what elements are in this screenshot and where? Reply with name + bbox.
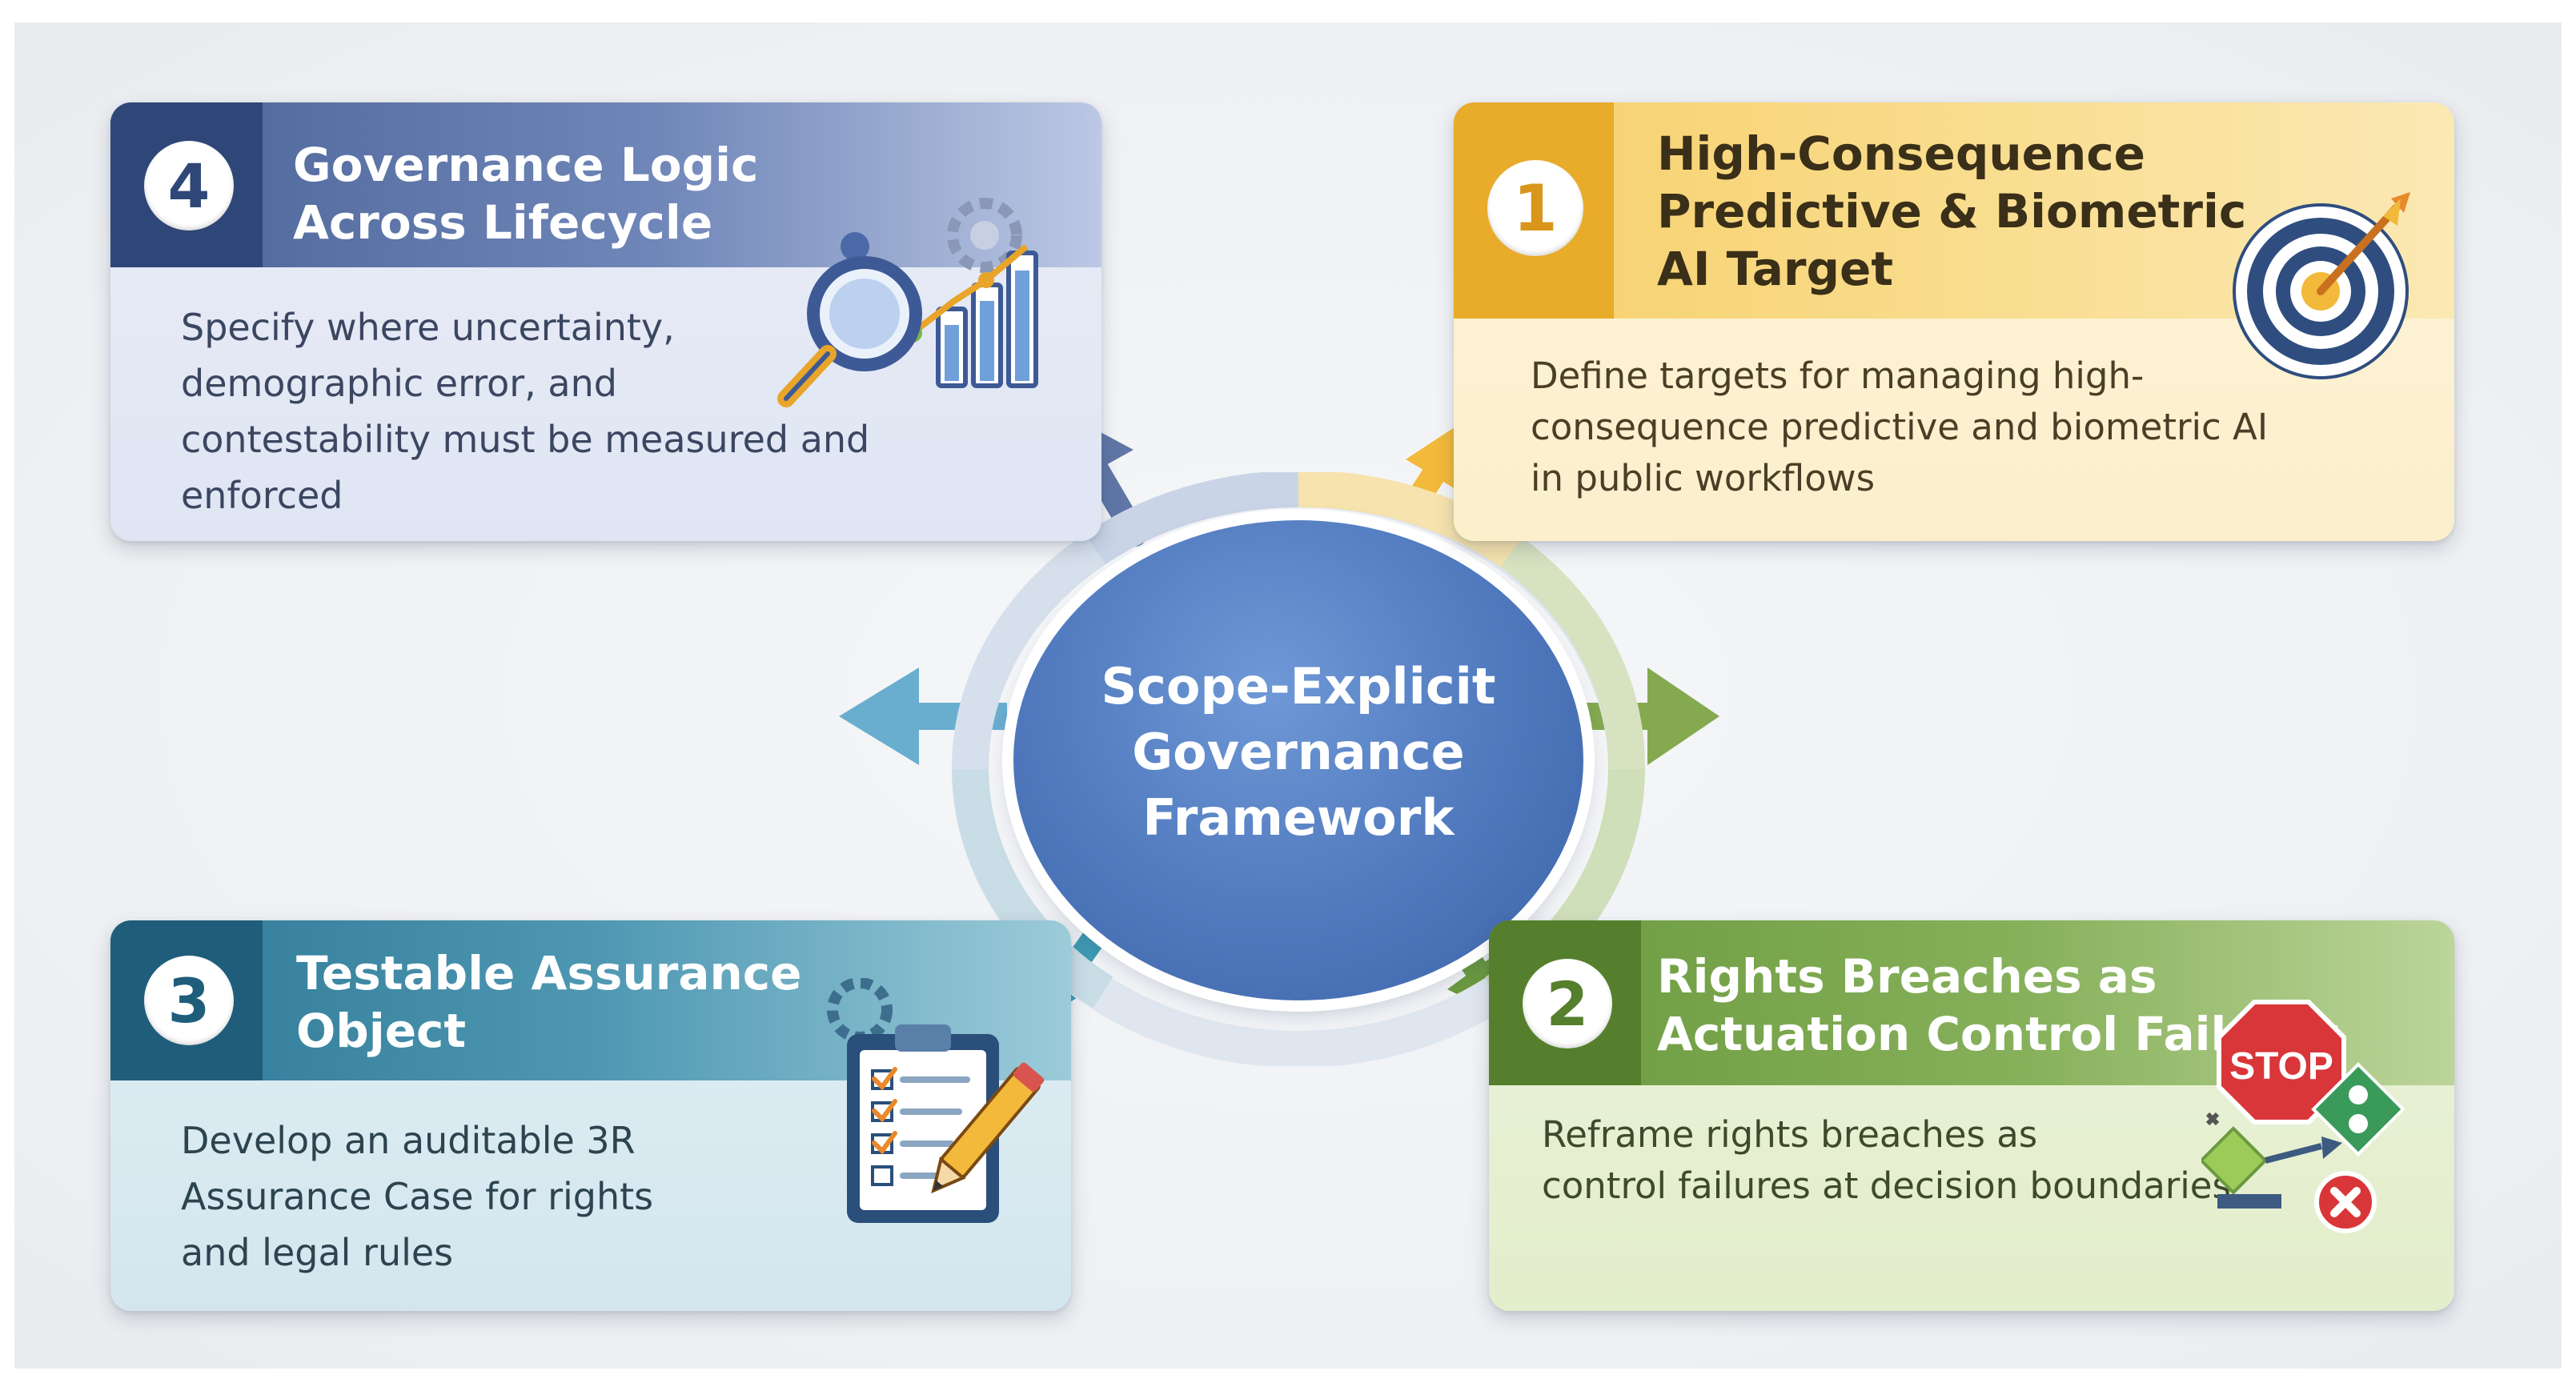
step-number-badge: 1 bbox=[1487, 160, 1583, 256]
title-line: Across Lifecycle bbox=[293, 195, 713, 250]
step-number-badge: 4 bbox=[144, 141, 234, 230]
body-line: Assurance Case for rights bbox=[181, 1175, 654, 1218]
title-line: Object bbox=[296, 1004, 467, 1058]
body-line: and legal rules bbox=[181, 1231, 454, 1274]
body-line: enforced bbox=[181, 474, 343, 517]
body-line: consequence predictive and biometric AI bbox=[1531, 406, 2269, 448]
card-title: Testable Assurance Object bbox=[296, 944, 802, 1060]
body-line: control failures at decision boundaries bbox=[1542, 1165, 2231, 1207]
hub-ring bbox=[951, 472, 1646, 1066]
stop-sign-label: STOP bbox=[2229, 1045, 2333, 1088]
card-high-consequence-target: 1 High-Consequence Predictive & Biometri… bbox=[1454, 102, 2454, 541]
card-governance-logic: 4 Governance Logic Across Lifecycle Spec… bbox=[110, 102, 1101, 541]
card-rights-breaches: 2 Rights Breaches as Actuation Control F… bbox=[1489, 920, 2454, 1311]
diagram-canvas: Scope-Explicit Governance Framework 4 Go… bbox=[14, 22, 2562, 1369]
body-line: Define targets for managing high- bbox=[1531, 355, 2145, 397]
number-box: 4 bbox=[110, 102, 263, 267]
card-testable-assurance: 3 Testable Assurance Object Develop an a… bbox=[110, 920, 1071, 1311]
card-body: Develop an auditable 3R Assurance Case f… bbox=[181, 1112, 981, 1281]
title-line: Rights Breaches as bbox=[1657, 949, 2157, 1004]
hub-title: Scope-Explicit Governance Framework bbox=[1101, 657, 1496, 847]
title-line: Governance Logic bbox=[293, 138, 759, 192]
number-box: 3 bbox=[110, 920, 263, 1080]
body-line: Reframe rights breaches as bbox=[1542, 1113, 2038, 1156]
target-icon bbox=[2233, 192, 2410, 379]
title-line: Testable Assurance bbox=[296, 946, 802, 1000]
clipboard-checklist-icon bbox=[827, 978, 1045, 1223]
title-line: Predictive & Biometric bbox=[1657, 184, 2247, 239]
card-header bbox=[110, 102, 1101, 267]
title-line: High-Consequence bbox=[1657, 126, 2146, 181]
number-box: 1 bbox=[1454, 102, 1614, 319]
card-body: Define targets for managing high- conseq… bbox=[1531, 351, 2379, 504]
stop-sign-icon: STOP bbox=[2201, 1000, 2405, 1233]
card-body: Specify where uncertainty, demographic e… bbox=[181, 299, 1045, 523]
body-line: contestability must be measured and bbox=[181, 418, 870, 461]
center-hub: Scope-Explicit Governance Framework bbox=[1013, 520, 1583, 1000]
body-line: in public workflows bbox=[1531, 457, 1876, 499]
magnifier-chart-icon bbox=[777, 198, 1038, 407]
card-title: High-Consequence Predictive & Biometric … bbox=[1657, 125, 2246, 298]
card-title: Governance Logic Across Lifecycle bbox=[293, 136, 758, 251]
title-line: AI Target bbox=[1657, 242, 1894, 296]
body-line: Develop an auditable 3R bbox=[181, 1119, 636, 1162]
step-number-badge: 3 bbox=[144, 956, 234, 1045]
number-box: 2 bbox=[1489, 920, 1641, 1085]
body-line: demographic error, and bbox=[181, 362, 617, 405]
body-line: Specify where uncertainty, bbox=[181, 306, 675, 349]
step-number-badge: 2 bbox=[1523, 959, 1612, 1048]
card-body: Reframe rights breaches as control failu… bbox=[1542, 1109, 2342, 1212]
